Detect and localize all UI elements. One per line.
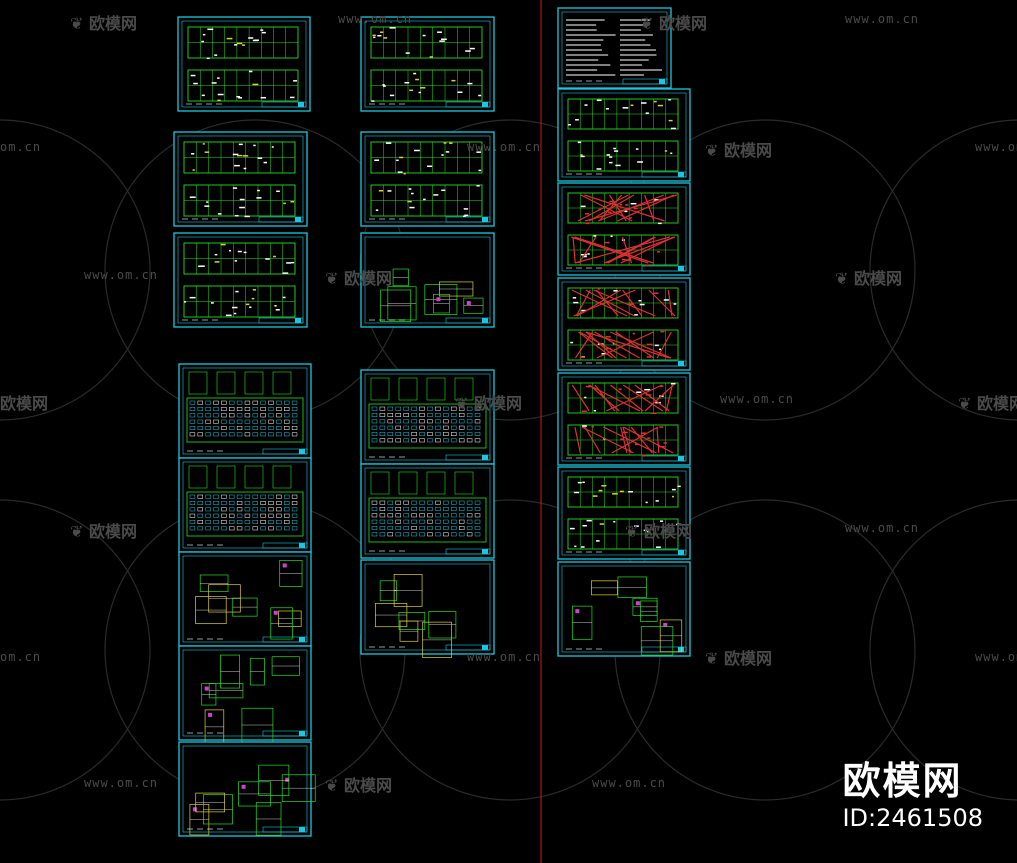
- drawing-sheet[interactable]: [557, 372, 691, 466]
- watermark-logo: ❦ 欧模网: [835, 269, 902, 288]
- watermark-logo: ❦ 欧模网: [325, 269, 392, 288]
- brand-id: ID:2461508: [842, 804, 983, 832]
- watermark-logo: ❦ 欧模网: [70, 522, 137, 541]
- drawing-sheet[interactable]: [173, 131, 308, 227]
- drawing-sheet[interactable]: [178, 741, 316, 837]
- watermark-logo: ❦ 欧模网: [325, 776, 392, 795]
- watermark-url: www.om.cn: [975, 140, 1017, 154]
- brand-name: 欧模网: [842, 759, 963, 803]
- drawing-sheets[interactable]: [173, 7, 691, 837]
- watermark-logo: ❦ 欧模网: [625, 522, 692, 541]
- drawing-sheet[interactable]: [177, 16, 311, 112]
- watermark-url: www.om.cn: [338, 12, 413, 26]
- drawing-sheet[interactable]: [360, 16, 495, 112]
- drawing-sheet[interactable]: [557, 466, 691, 560]
- drawing-sheet[interactable]: [360, 131, 495, 227]
- watermark-url: www.om.cn: [592, 776, 667, 790]
- drawing-sheet[interactable]: [557, 7, 672, 89]
- brand-badge: 欧模网 ID:2461508: [842, 759, 983, 833]
- drawing-sheet[interactable]: [557, 88, 691, 182]
- drawing-sheet[interactable]: [557, 561, 691, 657]
- drawing-sheet[interactable]: [360, 232, 495, 328]
- watermark-logo: 欧模网: [0, 394, 49, 413]
- drawing-sheet[interactable]: [557, 277, 691, 371]
- watermark-url: www.om.cn: [84, 776, 159, 790]
- watermark-url: www.om.cn: [845, 521, 920, 535]
- drawing-sheet[interactable]: [178, 457, 312, 553]
- watermark-logo: ❦ 欧模网: [705, 649, 772, 668]
- drawing-sheet[interactable]: [173, 232, 308, 328]
- watermark-url: www.om.cn: [720, 392, 795, 406]
- watermark-url: om.cn: [0, 650, 42, 664]
- watermark-logo: ❦ 欧模网: [455, 394, 522, 413]
- watermark-url: www.om.cn: [84, 268, 159, 282]
- watermark-logo: ❦ 欧模网: [958, 394, 1017, 413]
- watermark-url: om.cn: [0, 140, 42, 154]
- watermark-logo: ❦ 欧模网: [70, 14, 137, 33]
- drawing-sheet[interactable]: [557, 182, 691, 276]
- watermark-url: www.om.cn: [467, 140, 542, 154]
- watermark-url: www.om.cn: [845, 12, 920, 26]
- drawing-sheet[interactable]: [178, 363, 312, 459]
- watermark-arcs: [0, 119, 1017, 801]
- watermark-logo: ❦ 欧模网: [640, 14, 707, 33]
- watermark-url: www.om.cn: [975, 650, 1017, 664]
- drawing-sheet[interactable]: [360, 559, 495, 658]
- drawing-sheet[interactable]: [178, 551, 312, 647]
- drawing-sheet[interactable]: [360, 369, 495, 465]
- watermark-logo: ❦ 欧模网: [705, 141, 772, 160]
- drawing-sheet[interactable]: [360, 463, 495, 559]
- watermark-url: www.om.cn: [467, 650, 542, 664]
- drawing-sheet[interactable]: [178, 645, 312, 745]
